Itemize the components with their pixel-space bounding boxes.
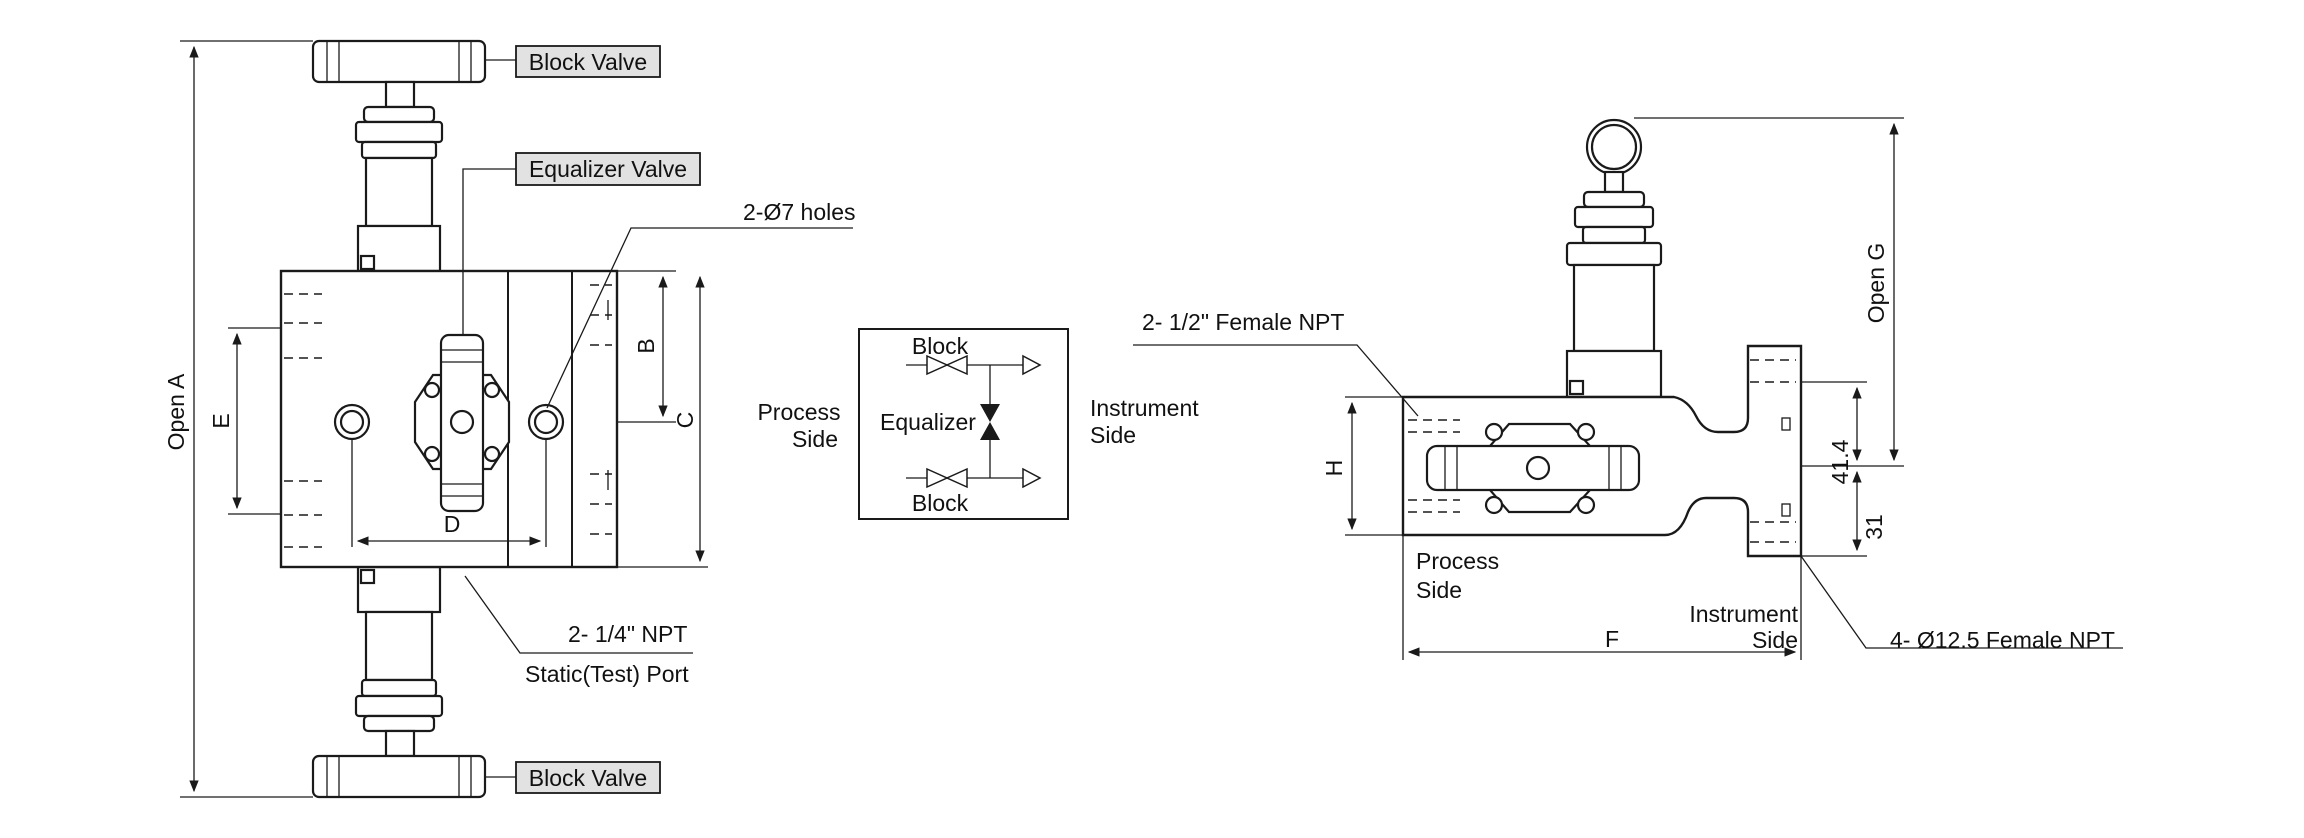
- holes-label: 2-Ø7 holes: [743, 199, 856, 225]
- dim-31-label: 31: [1861, 514, 1887, 540]
- schematic-equalizer: Equalizer: [880, 409, 976, 435]
- schematic-block-bottom: Block: [912, 490, 969, 516]
- dim-41-4-label: 41.4: [1827, 439, 1853, 484]
- bottom-block-valve: [311, 565, 487, 799]
- front-dimensions: [180, 40, 708, 798]
- equalizer-valve-tag: Equalizer Valve: [515, 152, 701, 186]
- dim-open-a-label: Open A: [163, 373, 189, 450]
- schematic-lines: [906, 354, 1042, 489]
- schematic-process-line1: Process: [757, 399, 840, 425]
- schematic-process-line2: Side: [792, 426, 838, 452]
- female-npt-label: 2- 1/2" Female NPT: [1142, 309, 1344, 335]
- block-valve-bottom-label: Block Valve: [529, 765, 647, 791]
- mounting-hole-right: [527, 403, 565, 441]
- flange-npt-label: 4- Ø12.5 Female NPT: [1890, 627, 2115, 653]
- side-process-line1: Process: [1416, 548, 1499, 574]
- equalizer-valve-label: Equalizer Valve: [529, 156, 687, 182]
- schematic-block-top: Block: [912, 333, 969, 359]
- mounting-hole-left: [333, 403, 371, 441]
- front-leaders: [462, 59, 853, 778]
- dim-c-label: C: [672, 412, 698, 429]
- side-equalizer-valve: [1425, 422, 1641, 515]
- schematic: Block Block Equalizer Process Side Instr…: [757, 328, 1199, 520]
- schematic-instrument-line1: Instrument: [1090, 395, 1199, 421]
- static-port-label: Static(Test) Port: [525, 661, 689, 687]
- side-process-line2: Side: [1416, 577, 1462, 603]
- side-instrument-line1: Instrument: [1689, 601, 1798, 627]
- dim-d-label: D: [444, 511, 461, 537]
- block-valve-top-tag: Block Valve: [515, 45, 661, 78]
- side-dimensions: [1345, 117, 1904, 660]
- block-valve-bottom-tag: Block Valve: [515, 761, 661, 794]
- side-handle-valve: [1565, 118, 1663, 399]
- dim-b-label: B: [633, 338, 659, 353]
- front-view: Block Valve Equalizer Valve Block Valve …: [163, 39, 856, 799]
- equalizer-valve: [413, 333, 511, 513]
- npt-port-label: 2- 1/4" NPT: [568, 621, 687, 647]
- dim-e-label: E: [208, 413, 234, 428]
- side-leaders: [1133, 344, 2123, 649]
- dim-f-label: F: [1605, 626, 1619, 652]
- side-instrument-line2: Side: [1752, 627, 1798, 653]
- dim-open-g-label: Open G: [1863, 243, 1889, 324]
- dim-h-label: H: [1321, 460, 1347, 477]
- top-block-valve: [311, 39, 487, 273]
- block-valve-top-label: Block Valve: [529, 49, 647, 75]
- schematic-instrument-line2: Side: [1090, 422, 1136, 448]
- side-view: 2- 1/2" Female NPT Process Side Instrume…: [1133, 117, 2123, 660]
